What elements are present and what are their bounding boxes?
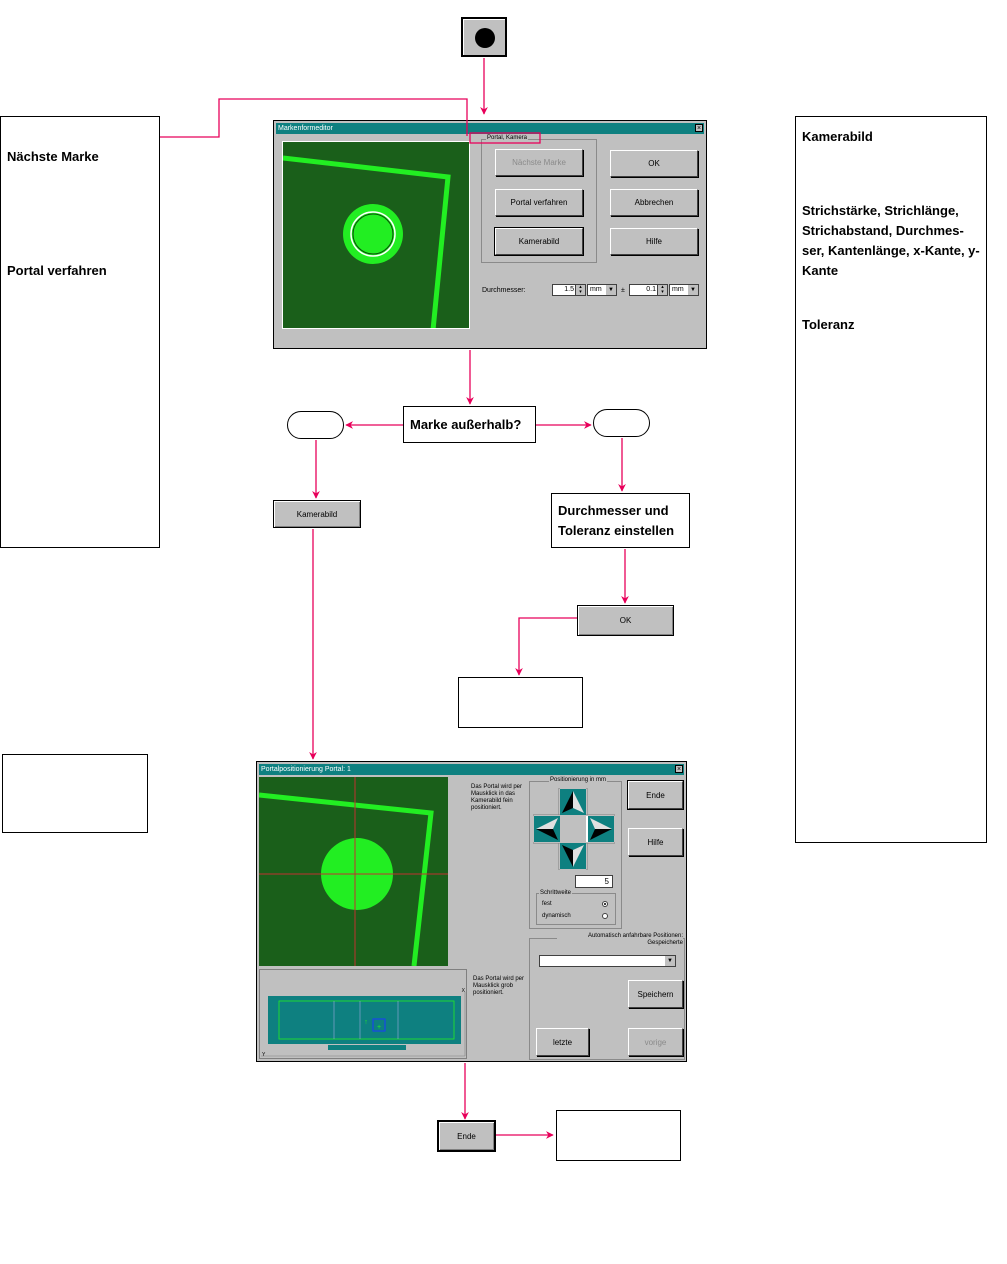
diameter-label: Durchmesser: [482,287,526,294]
set-values-box: Durchmesser und Toleranz einstellen [551,493,690,548]
vorige-button[interactable]: vorige [628,1028,683,1056]
empty-box-ok-result [458,677,583,728]
decision-text: Marke außerhalb? [410,417,521,432]
portal-camera-image[interactable] [259,777,448,966]
speichern-button[interactable]: Speichern [628,980,683,1008]
arrow-ok-to-result [519,618,577,675]
diameter-unit-value: mm [590,286,602,293]
start-node [461,17,507,57]
note-kamerabild: Kamerabild [802,127,980,147]
saved-positions-label: Automatisch anfahrbare Positionen: Gespe… [557,933,683,947]
marker-editor-titlebar: Markenformeditor × [276,123,704,134]
camera-image[interactable] [282,141,470,329]
decision-box: Marke außerhalb? [403,406,536,443]
note-portal-verfahren: Portal verfahren [7,261,153,281]
flow-kamerabild-button[interactable]: Kamerabild [273,500,361,528]
naechste-marke-button[interactable]: Nächste Marke [495,149,583,176]
tolerance-spinner-icon[interactable]: ▴▾ [657,285,667,295]
camera-marker-dot [343,204,403,264]
tolerance-input[interactable]: 0.1 ▴▾ [629,284,668,296]
portal-ende-button[interactable]: Ende [628,781,683,809]
diameter-unit-select[interactable]: mm ▼ [587,284,617,296]
fest-radio[interactable] [602,901,608,907]
step-value: 5 [605,877,609,886]
set-values-text: Durchmesser und Toleranz einstellen [558,503,674,538]
tolerance-value: 0.1 [646,286,656,293]
abbrechen-button[interactable]: Abbrechen [610,189,698,216]
camera-image-graphic [283,142,470,329]
fest-label: fest [542,901,552,908]
right-note-box: Kamerabild Strichstärke, Strichlänge, St… [795,116,987,843]
chevron-down-icon[interactable]: ▼ [688,285,698,295]
hilfe-button[interactable]: Hilfe [610,228,698,255]
start-dot-icon [475,28,495,48]
letzte-button[interactable]: letzte [536,1028,589,1056]
kamerabild-button[interactable]: Kamerabild [495,228,583,255]
coarse-map: + ↑ [260,970,466,1058]
diameter-value: 1.5 [564,286,574,293]
portal-titlebar: Portalpositionierung Portal: 1 × [259,764,684,775]
tolerance-unit-select[interactable]: mm ▼ [669,284,699,296]
empty-box-end-result [556,1110,681,1161]
diameter-input[interactable]: 1.5 ▴▾ [552,284,586,296]
left-note-box: Nächste Marke Portal verfahren [0,116,160,548]
portal-verfahren-button[interactable]: Portal verfahren [495,189,583,216]
axis-y-label: Y [262,1052,265,1058]
flow-ok-button[interactable]: OK [577,605,674,636]
chevron-down-icon[interactable]: ▼ [606,285,616,295]
positioning-label: Positionierung in mm [549,776,607,784]
axis-x-label: X [462,988,465,994]
arrow-left-icon[interactable] [534,816,560,842]
portal-hilfe-button[interactable]: Hilfe [628,828,683,856]
step-group-label: Schrittweite [539,889,572,897]
close-icon[interactable]: × [695,124,703,132]
arrow-right-icon[interactable] [588,816,614,842]
arrow-down-icon[interactable] [560,843,586,869]
portal-window: Portalpositionierung Portal: 1 × Das Por… [256,761,687,1062]
empty-box-left [2,754,148,833]
saved-positions-select[interactable]: ▼ [539,955,676,967]
step-input[interactable]: 5 [575,875,613,888]
branch-right-node [593,409,650,437]
dynamisch-label: dynamisch [542,913,571,920]
step-group [536,893,616,925]
diameter-spinner-icon[interactable]: ▴▾ [575,285,585,295]
arrow-up-icon[interactable] [560,789,586,815]
plusminus-label: ± [621,287,625,294]
coarse-position-text: Das Portal wird per Mausklick grob posit… [473,976,528,997]
note-toleranz: Toleranz [802,315,980,335]
coarse-panel[interactable]: + ↑ X Y [259,969,467,1059]
chevron-down-icon[interactable]: ▼ [665,956,675,966]
ok-button[interactable]: OK [610,150,698,177]
marker-editor-title: Markenformeditor [278,125,333,132]
portal-title: Portalpositionierung Portal: 1 [261,766,351,773]
flow-ende-button[interactable]: Ende [438,1121,495,1151]
note-naechste-marke: Nächste Marke [7,147,153,167]
svg-text:↑: ↑ [364,1019,368,1026]
svg-text:+: + [377,1024,381,1031]
branch-left-node [287,411,344,439]
portal-kamera-group-label: Portal, Kamera [486,134,528,142]
portal-camera-graphic [259,777,448,966]
close-icon[interactable]: × [675,765,683,773]
fine-position-text: Das Portal wird per Mausklick in das Kam… [471,784,531,812]
dynamisch-radio[interactable] [602,913,608,919]
tolerance-unit-value: mm [672,286,684,293]
direction-pad [533,788,615,870]
marker-editor-window: Markenformeditor × Portal, Kamera Nächst… [273,120,707,349]
note-measurements: Strichstärke, Strichlänge, Strichabstand… [802,201,980,281]
